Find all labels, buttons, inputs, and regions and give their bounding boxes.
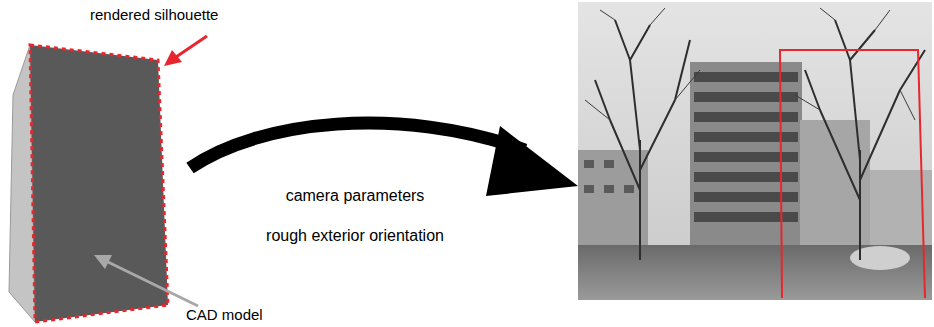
silhouette-pointer [164, 36, 207, 66]
street-photo [578, 2, 932, 300]
cad-model-pointer [94, 255, 198, 306]
callout-label: rendered silhouette [90, 6, 218, 24]
transfer-arrow [190, 123, 578, 196]
annotation-text: camera parameters [286, 186, 425, 205]
annotation-text: rough exterior orientation [266, 226, 444, 245]
callout-label: CAD model [186, 306, 263, 324]
projected-silhouette [780, 50, 925, 298]
